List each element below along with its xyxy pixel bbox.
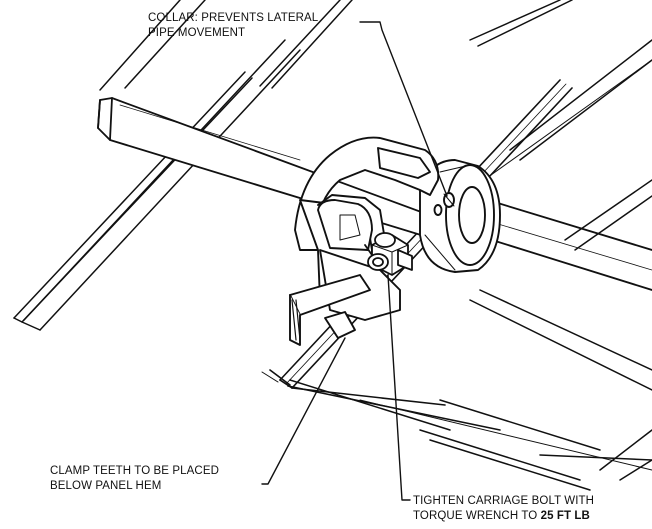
carriage-bolt-callout-line-1: TIGHTEN CARRIAGE BOLT WITH — [413, 495, 595, 507]
collar-leader-line — [359, 21, 448, 197]
carriage-bolt — [364, 232, 413, 276]
carriage-bolt-callout-prefix: TORQUE WRENCH TO — [413, 510, 541, 522]
collar-callout-line-2: PIPE MOVEMENT — [148, 27, 246, 39]
carriage-bolt-callout: TIGHTEN CARRIAGE BOLT WITH TORQUE WRENCH… — [413, 494, 594, 524]
carriage-bolt-leader-line — [387, 274, 411, 501]
clamp-bracket — [289, 136, 440, 346]
clamp-teeth-callout: CLAMP TEETH TO BE PLACED BELOW PANEL HEM — [50, 464, 219, 494]
collar-callout-line-1: COLLAR: PREVENTS LATERAL — [148, 12, 319, 24]
standing-seam — [261, 79, 573, 431]
clamp-teeth-callout-line-1: CLAMP TEETH TO BE PLACED — [50, 465, 219, 477]
roof-panels — [13, 0, 652, 491]
leader-lines — [261, 21, 448, 501]
carriage-bolt-callout-line-2: TORQUE WRENCH TO 25 FT LB — [413, 509, 594, 524]
collar — [419, 159, 501, 273]
clamp-teeth-leader-line — [261, 337, 346, 485]
torque-value: 25 FT LB — [540, 510, 590, 522]
collar-callout: COLLAR: PREVENTS LATERAL PIPE MOVEMENT — [148, 11, 318, 41]
clamp-teeth-callout-line-2: BELOW PANEL HEM — [50, 480, 162, 492]
